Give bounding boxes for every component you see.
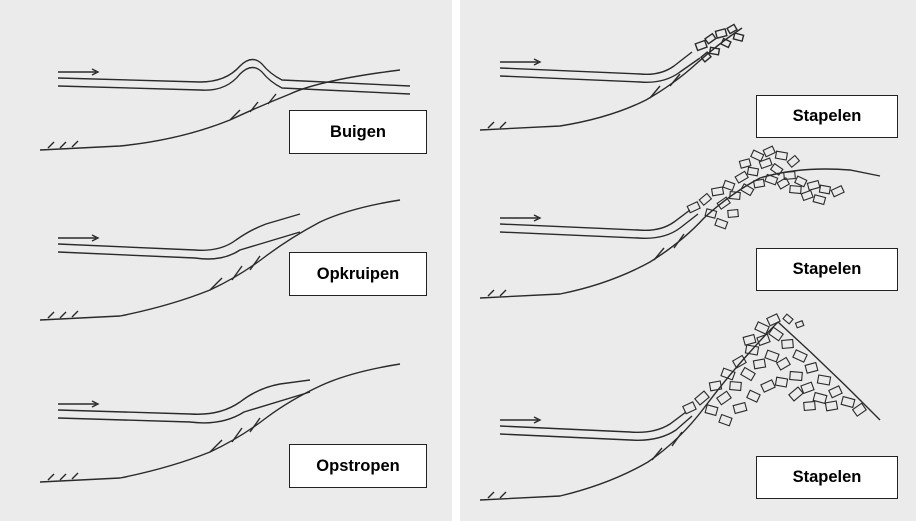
ice-rubble-pile-medium <box>687 146 844 229</box>
label-opstropen: Opstropen <box>289 444 427 488</box>
ice-stack-small-sketch <box>480 24 744 130</box>
ice-rubble-pile-large <box>683 314 866 426</box>
label-stapelen-2: Stapelen <box>756 248 898 291</box>
right-panel: Stapelen Stapelen Stapelen <box>460 0 916 521</box>
label-opkruipen: Opkruipen <box>289 252 427 296</box>
label-stapelen-3: Stapelen <box>756 456 898 499</box>
label-stapelen-1: Stapelen <box>756 95 898 138</box>
left-panel: Buigen Opkruipen Opstropen <box>0 0 452 521</box>
label-buigen: Buigen <box>289 110 427 154</box>
